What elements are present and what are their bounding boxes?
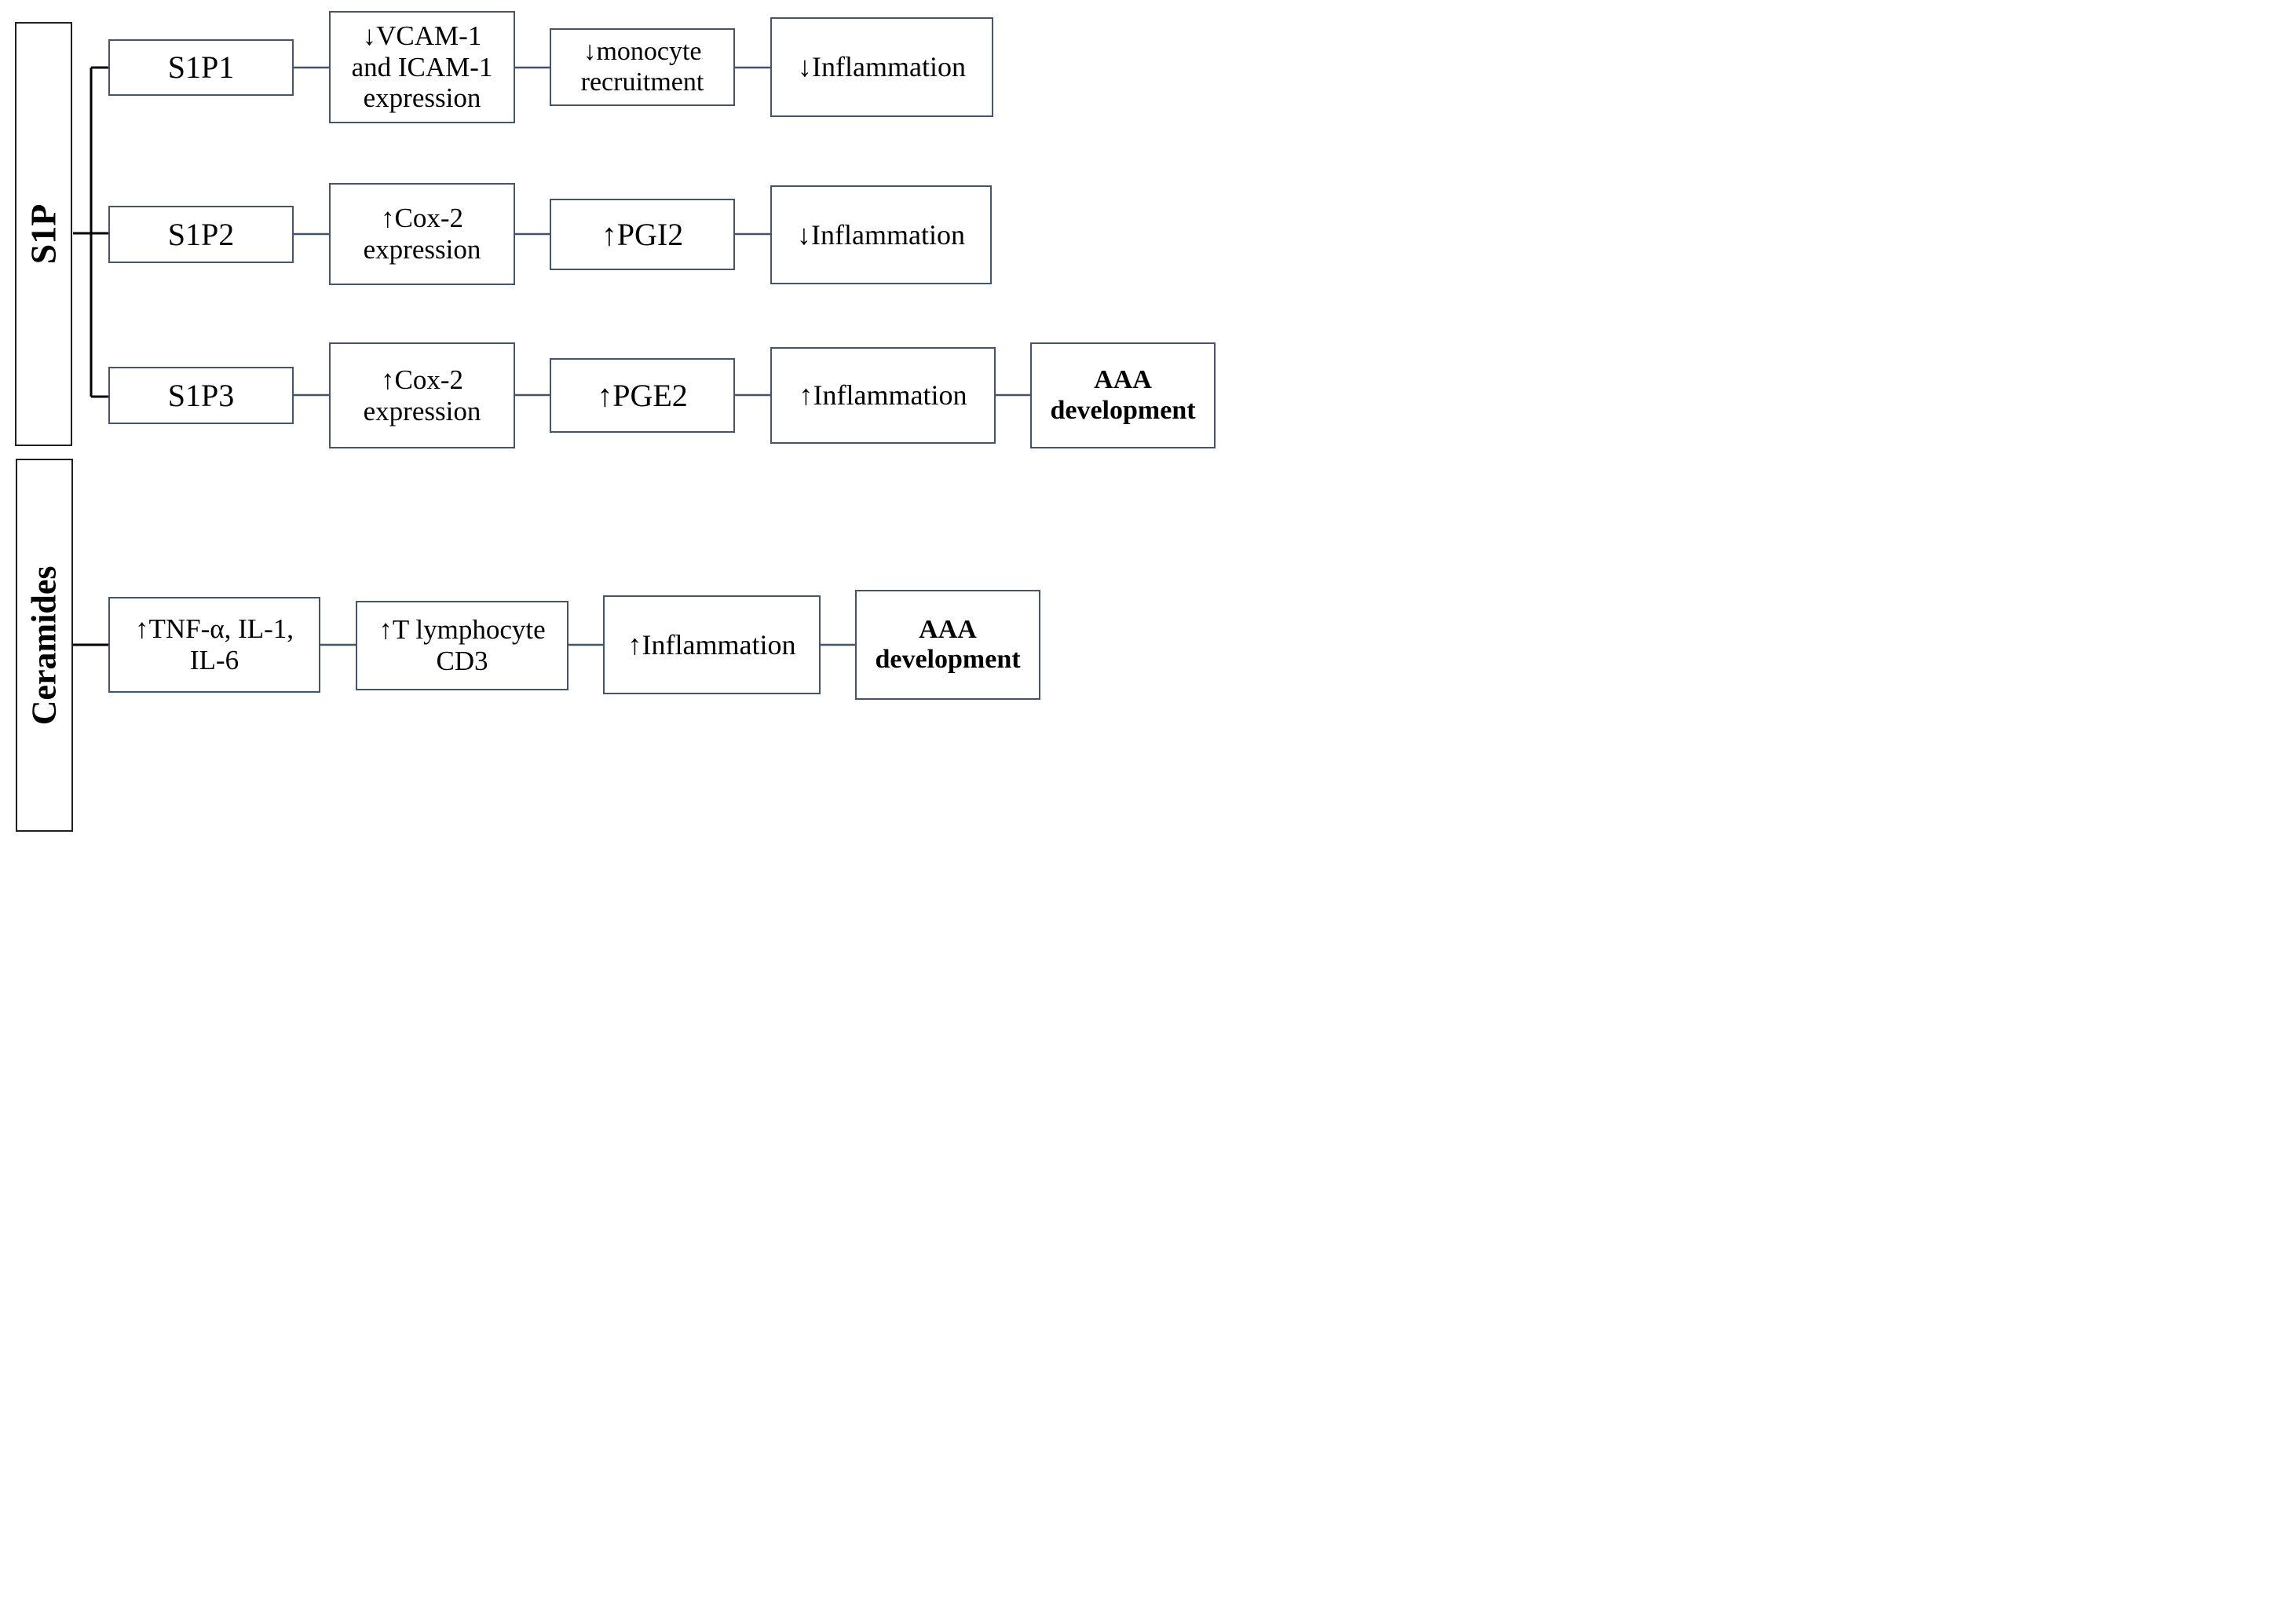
row2-step3-label: ↓Inflammation — [797, 218, 965, 251]
row1-step1-label: ↓VCAM-1 and ICAM-1 expression — [351, 20, 493, 114]
row1-step2-box: ↓monocyte recruitment — [550, 28, 735, 106]
row1-step3-box: ↓Inflammation — [770, 17, 993, 117]
row3-step3-box: ↑Inflammation — [770, 347, 996, 444]
row1-step1-box: ↓VCAM-1 and ICAM-1 expression — [329, 11, 515, 123]
row2-step1-label: ↑Cox-2 expression — [363, 203, 481, 265]
row3-step2-box: ↑PGE2 — [550, 358, 735, 433]
ceramides-step2-label: ↑T lymphocyte CD3 — [378, 614, 546, 676]
row2-step2-label: ↑PGI2 — [601, 216, 684, 252]
receptor-s1p2-box: S1P2 — [108, 206, 294, 263]
receptor-s1p1-box: S1P1 — [108, 39, 294, 96]
receptor-s1p3-box: S1P3 — [108, 367, 294, 424]
receptor-s1p3-label: S1P3 — [167, 377, 235, 413]
receptor-s1p2-label: S1P2 — [167, 216, 235, 252]
ceramides-group-box: Ceramides — [16, 459, 73, 832]
row3-step2-label: ↑PGE2 — [597, 377, 688, 413]
s1p-group-label: S1P — [23, 203, 64, 265]
row3-step1-box: ↑Cox-2 expression — [329, 342, 515, 448]
ceramides-step3-box: ↑Inflammation — [603, 595, 821, 694]
ceramides-step1-box: ↑TNF-α, IL-1, IL-6 — [108, 597, 320, 693]
ceramides-step2-box: ↑T lymphocyte CD3 — [356, 601, 569, 690]
row1-step3-label: ↓Inflammation — [798, 51, 966, 83]
row1-step2-label: ↓monocyte recruitment — [580, 37, 704, 97]
row3-step4-label: AAA development — [1050, 365, 1196, 425]
ceramides-step4-box: AAA development — [855, 590, 1040, 700]
ceramides-step3-label: ↑Inflammation — [627, 628, 796, 661]
row2-step2-box: ↑PGI2 — [550, 199, 735, 270]
row3-step4-box: AAA development — [1030, 342, 1216, 448]
receptor-s1p1-label: S1P1 — [167, 49, 235, 86]
row3-step1-label: ↑Cox-2 expression — [363, 364, 481, 426]
ceramides-group-label: Ceramides — [24, 565, 64, 725]
row2-step1-box: ↑Cox-2 expression — [329, 183, 515, 285]
row3-step3-label: ↑Inflammation — [799, 379, 967, 412]
s1p-group-box: S1P — [15, 22, 72, 446]
connector-lines — [73, 66, 1031, 646]
ceramides-step1-label: ↑TNF-α, IL-1, IL-6 — [134, 613, 294, 675]
row2-step3-box: ↓Inflammation — [770, 185, 992, 284]
ceramides-step4-label: AAA development — [875, 614, 1021, 674]
